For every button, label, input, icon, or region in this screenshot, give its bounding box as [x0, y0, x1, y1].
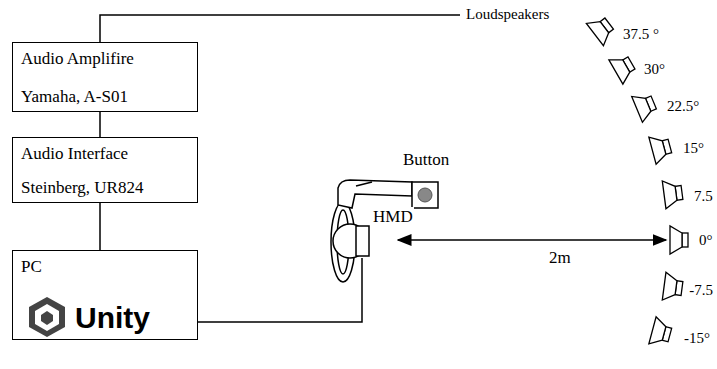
angle-label: 7.5 — [693, 188, 714, 205]
angle-label: 37.5 ° — [622, 26, 660, 43]
angle-label: 30° — [643, 61, 666, 78]
angle-label: 0° — [698, 232, 714, 249]
part-label: HMD — [372, 207, 414, 227]
listener-figure — [331, 180, 412, 282]
connector — [99, 203, 101, 250]
angle-label: 15° — [682, 140, 705, 157]
group-label: Loudspeakers — [465, 6, 550, 23]
device-box: PC Unity — [12, 250, 198, 340]
loudspeaker-array — [586, 12, 688, 348]
connector — [99, 112, 101, 137]
unity-logo — [25, 295, 69, 339]
angle-label: 22.5° — [666, 98, 700, 115]
device-box: Audio AmplifireYamaha, A-S01 — [12, 42, 198, 112]
box-text: PC — [21, 257, 42, 277]
distance-arrow — [398, 239, 666, 241]
box-text: Audio Interface — [21, 144, 128, 164]
software-logo-text: Unity — [75, 301, 150, 335]
angle-label: -15° — [683, 330, 711, 347]
part-label: Button — [402, 150, 450, 170]
part-label: 2m — [548, 248, 572, 268]
angle-label: -7.5 — [688, 282, 714, 299]
device-box: Audio InterfaceSteinberg, UR824 — [12, 137, 198, 203]
button-symbol — [412, 182, 438, 208]
box-text: Audio Amplifire — [21, 49, 134, 69]
speaker-wire — [100, 15, 460, 42]
box-text: Yamaha, A-S01 — [21, 87, 128, 107]
box-text: Steinberg, UR824 — [21, 178, 143, 198]
